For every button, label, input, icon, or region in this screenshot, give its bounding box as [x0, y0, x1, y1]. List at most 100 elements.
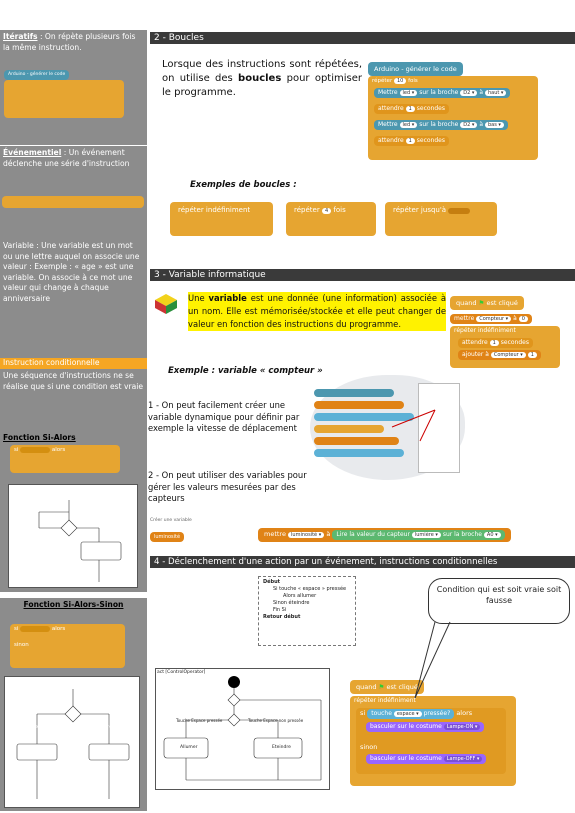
si-alors-sinon-diagram-svg — [16, 689, 130, 799]
vitesse-screenshot — [310, 375, 465, 480]
create-variable-panel: Créer une variable luminosité — [150, 518, 250, 553]
mini-repeat-block — [4, 80, 124, 118]
def-a: Une — [188, 293, 209, 303]
condition-bubble: Condition qui est soit vraie soit fausse — [428, 578, 570, 624]
si-alors-diagram: act [ControlOperator] [guard] Action — [8, 484, 138, 588]
si-label: si — [14, 447, 19, 453]
broche-label-3: sur la broche — [442, 531, 482, 538]
key-pressed-block: touche espace ▾ pressée? — [367, 709, 455, 719]
not-pressed-label: Touche Espace non pressée — [248, 718, 304, 723]
mettre-lum-label: mettre — [264, 530, 286, 538]
intro-b: boucles — [238, 73, 282, 84]
activity-diagram: act [ControlOperator] Touche Espace pres… — [155, 668, 330, 790]
flag-icon-2: ⚑ — [378, 683, 385, 691]
alors-label: alors — [51, 447, 66, 453]
lego-icon — [152, 288, 180, 316]
variable-text: Variable : Une variable est un mot ou un… — [3, 241, 140, 303]
sinon-label-2: sinon — [360, 743, 378, 751]
pressed-label: Touche Espace pressée — [176, 718, 223, 723]
when-flag-block: quand ⚑ est cliqué — [450, 296, 524, 310]
switch-costume-off: basculer sur le costume Lampe-OFF ▾ — [366, 754, 487, 764]
si-alors-diagram-svg — [38, 500, 122, 582]
iteratifs-text: : On répète plusieurs fois la même instr… — [3, 32, 136, 52]
attendre-label-3: attendre — [462, 339, 488, 346]
lire-label: Lire la valeur du capteur — [336, 531, 410, 538]
repeat-label: répéter — [372, 78, 393, 84]
a-label-3: à — [513, 315, 517, 322]
vitesse-block-4 — [314, 425, 384, 433]
set-led-haut-block: Mettre led ▾ sur la broche D2 ▾ à haut ▾ — [374, 88, 511, 98]
compteur-script: quand ⚑ est cliqué mettre Compteur ▾ à 0… — [450, 296, 570, 368]
lum-pill: luminosité ▾ — [288, 532, 325, 538]
action-label: Action — [93, 545, 108, 550]
luminosite-reporter: luminosité — [150, 532, 185, 542]
one-pill-2: 1 — [405, 138, 415, 144]
compteur-pill-2: Compteur ▾ — [490, 352, 526, 358]
compteur-pill: Compteur ▾ — [476, 316, 512, 322]
mini-event-blocks — [2, 196, 144, 208]
conditionnelle-title-bar: Instruction conditionnelle — [0, 358, 147, 369]
si-alors-sinon-title: Fonction Si-Alors-Sinon — [23, 600, 124, 609]
arduino-header-block: Arduino - générer le code — [368, 62, 463, 76]
wait-1s-block: attendre 1 secondes — [458, 338, 533, 348]
secondes-label-3: secondes — [500, 339, 529, 346]
create-variable-label: Créer une variable — [150, 518, 192, 523]
when-flag-block-2: quand ⚑ est cliqué — [350, 680, 424, 694]
pseudo-line-4: Fin Si — [273, 607, 287, 613]
if-else-block: si touche espace ▾ pressée? alors sinon — [356, 708, 506, 774]
sidebar-si-alors-sinon: Fonction Si-Alors-Sinon si alors sinon a… — [0, 598, 147, 811]
sinon-label: sinon — [14, 642, 29, 648]
vitesse-block-1 — [314, 389, 394, 397]
vitesse-block-6 — [314, 449, 404, 457]
set-led-bas-block: Mettre led ▾ sur la broche D2 ▾ à bas ▾ — [374, 120, 508, 130]
pseudo-code-box: Début Si touche « espace » pressée Alors… — [258, 576, 356, 646]
bas-pill: bas ▾ — [484, 122, 504, 128]
variables-palette — [418, 383, 460, 473]
lampe-on-pill: Lampe-ON ▾ — [443, 724, 481, 730]
one-pill-3: 1 — [489, 340, 499, 346]
attendre-label-2: attendre — [378, 137, 404, 144]
sidebar-iteratifs: Itératifs : On répète plusieurs fois la … — [0, 30, 147, 145]
lampe-off-pill: Lampe-OFF ▾ — [443, 756, 483, 762]
vitesse-block-3 — [314, 413, 414, 421]
quand-label: quand — [456, 299, 477, 307]
vitesse-block-2 — [314, 401, 404, 409]
alors-label-3: alors — [456, 709, 473, 717]
si-alors-sinon-diagram: act [ControlOperator] [else] [guard] Act… — [4, 676, 140, 808]
act-label: act [ControlOperator] — [10, 486, 59, 491]
variable-definition: Une variable est une donnée (une informa… — [188, 292, 446, 331]
activity-diagram-svg — [163, 676, 322, 781]
sidebar-variable: Variable : Une variable est un mot ou un… — [0, 240, 147, 358]
action-left: Action — [27, 748, 42, 753]
a-label-4: à — [326, 530, 331, 538]
section-4-title: 4 - Déclenchement d'une action par un év… — [150, 556, 575, 568]
read-sensor-block: Lire la valeur du capteur lumière ▾ sur … — [332, 530, 505, 540]
loop2-label: répéter — [294, 206, 320, 214]
arrow-svg — [391, 409, 436, 442]
led-pill: led ▾ — [399, 90, 418, 96]
alors-label-2: alors — [51, 626, 66, 632]
intro-c: pour optimiser le programme. — [162, 73, 362, 98]
si-alors-sinon-block: si alors sinon — [10, 624, 125, 668]
led-pill-2: led ▾ — [399, 122, 418, 128]
si-label-3: si — [360, 709, 366, 717]
a-label-2: à — [479, 121, 484, 128]
bubble-pointer — [414, 621, 451, 699]
si-alors-block: si alors — [10, 445, 120, 473]
variable-paragraph-2: 2 - On peut utiliser des variables pour … — [148, 470, 307, 503]
loop-n-block: répéter 4 fois — [286, 202, 376, 236]
haut-pill: haut ▾ — [484, 90, 507, 96]
loop2-suffix: fois — [333, 206, 346, 214]
section-3-title: 3 - Variable informatique — [150, 269, 575, 281]
intro-a: Lorsque des instructions sont répétées, … — [162, 59, 362, 84]
guard-label: [guard] — [87, 515, 104, 520]
a0-pill: A0 ▾ — [483, 532, 501, 538]
pseudo-line-5: Retour début — [263, 614, 301, 620]
variable-example-title: Exemple : variable « compteur » — [168, 366, 323, 376]
quand-label-2: quand — [356, 683, 377, 691]
basculer-label-2: basculer sur le costume — [370, 755, 442, 762]
broche-label-2: sur la broche — [419, 121, 459, 128]
basculer-label: basculer sur le costume — [370, 723, 442, 730]
section-2-intro: Lorsque des instructions sont répétées, … — [162, 58, 362, 100]
def-c: est une donnée (une information) associé… — [188, 293, 446, 329]
